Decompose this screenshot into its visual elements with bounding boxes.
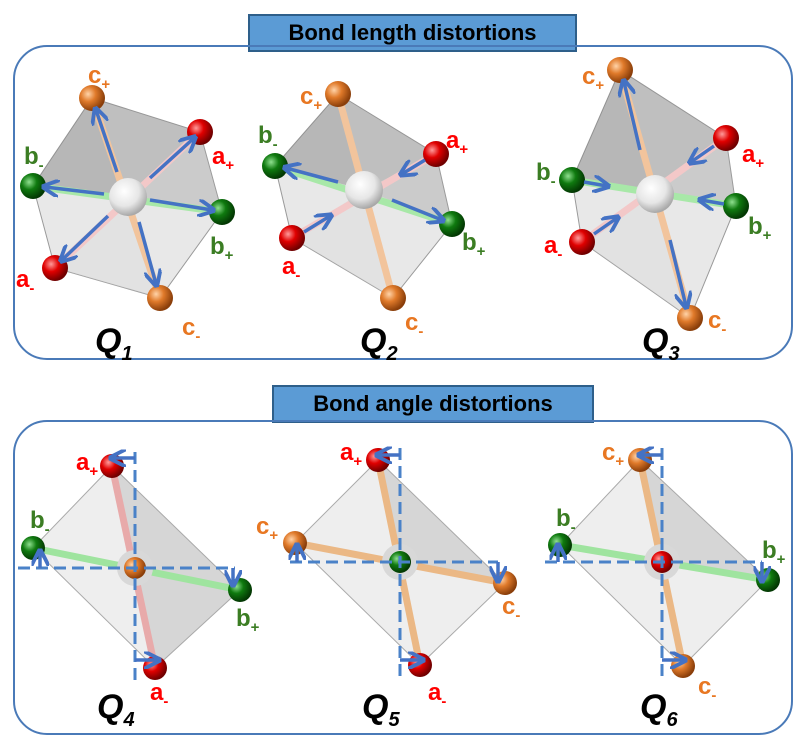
bond-angle-banner: Bond angle distortions	[272, 385, 594, 423]
label-a-minus: a-	[16, 266, 34, 297]
atom-c-minus	[147, 285, 173, 311]
atom-c-minus	[671, 654, 695, 678]
reference-axes	[545, 448, 762, 680]
displacement-arrows	[40, 458, 233, 660]
atom-a-minus	[569, 229, 595, 255]
mode-label-q4: Q4	[97, 688, 135, 731]
label-b-minus: b-	[30, 507, 50, 538]
atom-a-minus	[279, 225, 305, 251]
displacement-arrows	[297, 455, 498, 660]
displacement-arrows	[45, 110, 212, 284]
label-b-minus: b-	[258, 122, 278, 153]
label-c-plus: c+	[602, 439, 624, 470]
octahedron-q4	[18, 452, 252, 680]
atom-c-plus	[628, 448, 652, 472]
label-a-plus: a+	[76, 449, 98, 480]
atom-b-minus	[262, 153, 288, 179]
atom-b-minus	[559, 167, 585, 193]
label-c-minus: c-	[502, 593, 520, 624]
label-b-plus: b+	[210, 233, 234, 264]
label-b-plus: b+	[236, 605, 260, 636]
displacement-arrows	[583, 82, 725, 306]
bond-length-panel	[13, 45, 793, 360]
label-a-plus: a+	[212, 143, 234, 174]
octahedron-q6	[545, 448, 780, 680]
octahedron-q2	[262, 81, 465, 311]
label-b-minus: b-	[556, 505, 576, 536]
center-atom	[109, 178, 147, 216]
label-a-minus: a-	[544, 232, 562, 263]
label-b-plus: b+	[748, 213, 772, 244]
label-b-plus: b+	[462, 229, 486, 260]
atom-b-minus	[20, 173, 46, 199]
label-a-minus: a-	[282, 253, 300, 284]
reference-axes	[18, 452, 235, 680]
atom-b-plus	[209, 199, 235, 225]
label-a-plus: a+	[446, 127, 468, 158]
label-a-minus: a-	[428, 679, 446, 710]
mode-label-q1: Q1	[95, 322, 133, 365]
label-b-plus: b+	[762, 537, 786, 568]
octahedron-q5	[283, 448, 517, 678]
label-c-plus: c+	[582, 63, 604, 94]
mode-label-q3: Q3	[642, 322, 680, 365]
center-atom	[345, 171, 383, 209]
bond-angle-panel	[13, 420, 793, 735]
label-c-plus: c+	[88, 62, 110, 93]
atom-c-plus	[283, 531, 307, 555]
atom-b-plus	[723, 193, 749, 219]
displacement-arrows	[558, 455, 762, 660]
label-a-minus: a-	[150, 679, 168, 710]
label-c-minus: c-	[708, 307, 726, 338]
atom-a-plus	[423, 141, 449, 167]
octahedron-q3	[559, 57, 749, 331]
atom-b-plus	[756, 568, 780, 592]
label-c-minus: c-	[405, 309, 423, 340]
atom-b-minus	[548, 533, 572, 557]
label-c-minus: c-	[182, 314, 200, 345]
label-b-minus: b-	[24, 143, 44, 174]
atom-c-plus	[607, 57, 633, 83]
reference-axes	[290, 448, 498, 678]
atom-c-minus	[380, 285, 406, 311]
displacement-arrows	[286, 158, 442, 234]
mode-label-q2: Q2	[360, 322, 398, 365]
mode-label-q5: Q5	[362, 688, 400, 731]
atom-a-plus	[713, 125, 739, 151]
atom-a-minus	[408, 653, 432, 677]
label-c-plus: c+	[300, 83, 322, 114]
mode-label-q6: Q6	[640, 688, 678, 731]
atom-c-minus	[677, 305, 703, 331]
octahedron-q1	[20, 85, 235, 311]
atom-a-plus	[366, 448, 390, 472]
label-a-plus: a+	[340, 439, 362, 470]
label-c-plus: c+	[256, 513, 278, 544]
label-a-plus: a+	[742, 141, 764, 172]
label-b-minus: b-	[536, 159, 556, 190]
atom-c-plus	[325, 81, 351, 107]
label-c-minus: c-	[698, 673, 716, 704]
center-atom	[636, 175, 674, 213]
